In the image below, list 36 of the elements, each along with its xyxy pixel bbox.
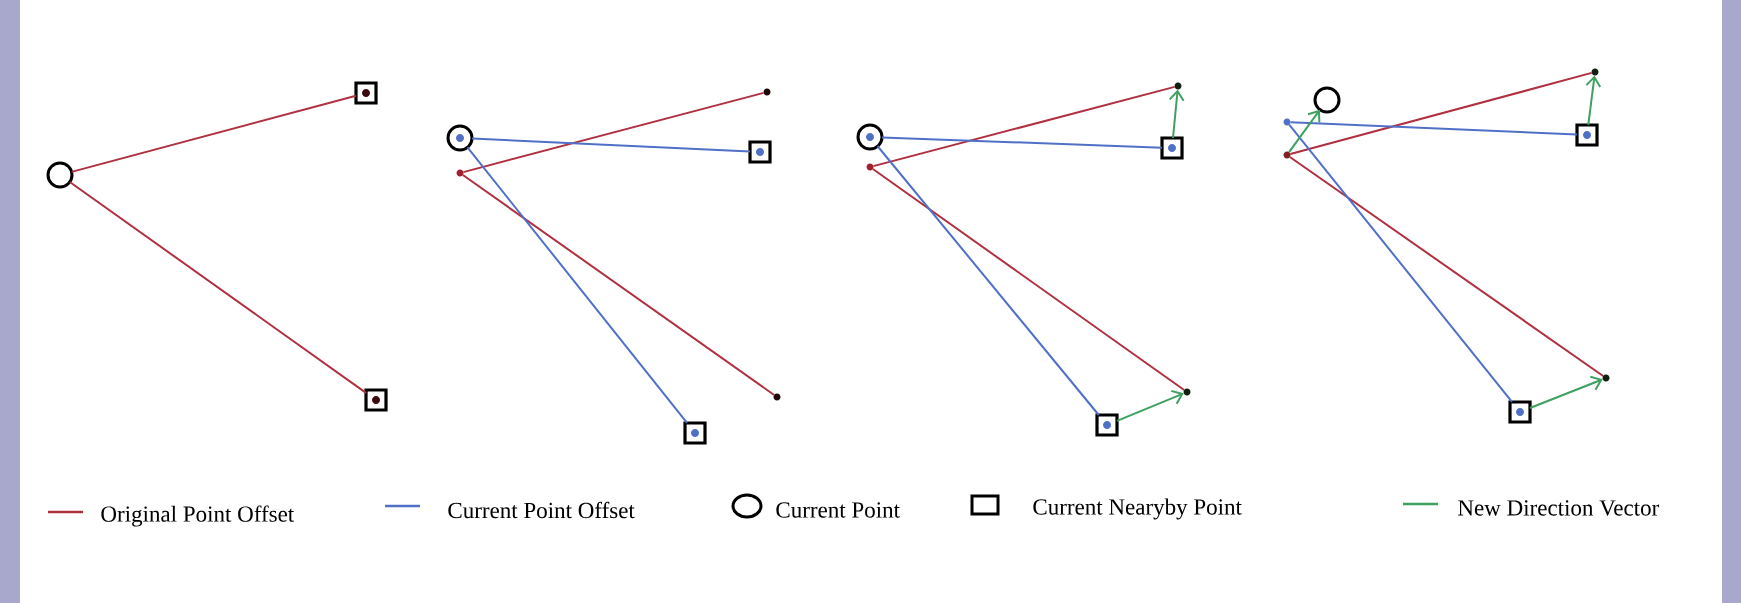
line — [68, 180, 367, 394]
line — [1289, 71, 1593, 156]
line — [466, 146, 689, 424]
line — [461, 174, 776, 396]
point-circle — [1313, 86, 1341, 114]
point-square — [1160, 136, 1184, 160]
legend-label: Current Point Offset — [448, 501, 635, 519]
point-square — [1575, 123, 1599, 147]
arrow — [1288, 109, 1321, 154]
point-square — [354, 81, 378, 105]
point-square — [1095, 413, 1119, 437]
point-square — [748, 140, 772, 164]
legend-label: Current Point — [776, 502, 900, 518]
legend-label: Original Point Offset — [101, 505, 295, 527]
line — [70, 94, 357, 173]
line — [1288, 156, 1605, 377]
point-circle — [46, 161, 74, 189]
line — [1289, 121, 1578, 136]
point-square — [364, 388, 388, 412]
line — [872, 85, 1176, 168]
legend-label: Current Nearyby Point — [1033, 498, 1242, 520]
point-square — [1508, 400, 1532, 424]
line — [1288, 123, 1513, 403]
line — [462, 91, 765, 174]
arrow — [1529, 375, 1603, 410]
point-circle — [856, 123, 884, 151]
arrow — [1585, 75, 1602, 126]
line — [876, 145, 1100, 416]
point-circle — [446, 124, 474, 152]
point-square — [683, 421, 707, 445]
arrow — [1116, 389, 1184, 422]
arrow — [1168, 89, 1185, 139]
line — [471, 137, 751, 153]
line — [881, 136, 1163, 149]
legend-label: New Direction Vector — [1458, 500, 1660, 516]
line — [871, 168, 1186, 391]
